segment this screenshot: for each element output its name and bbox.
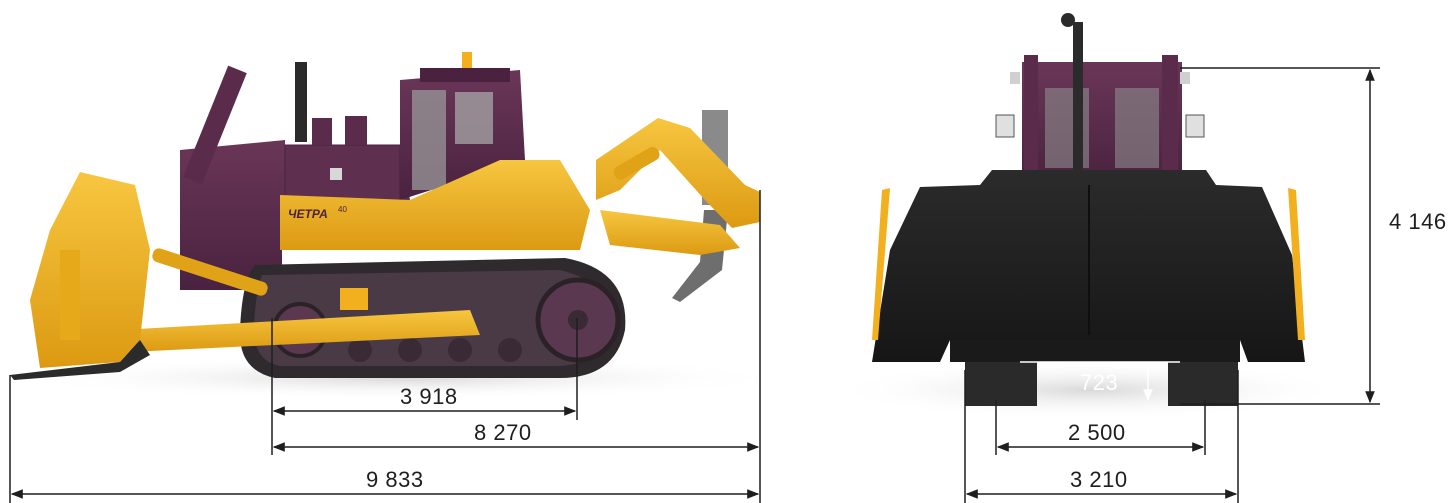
push-arm <box>120 310 480 352</box>
dim-track-and-ripper-length: 8 270 <box>474 420 532 445</box>
dim-track-gauge: 2 500 <box>1068 420 1126 445</box>
model-badge: ЧЕТРА <box>288 207 328 221</box>
dim-overall-height: 4 146 <box>1389 209 1447 234</box>
fender-panel <box>280 160 590 250</box>
dim-overall-width: 3 210 <box>1070 467 1128 492</box>
dimension-lines <box>9 67 1380 503</box>
dim-ground-clearance: 723 <box>1080 370 1119 395</box>
engine-hood <box>180 62 410 290</box>
front-blade <box>872 170 1305 362</box>
side-view-bulldozer: ЧЕТРА 40 <box>10 52 790 400</box>
left-track-front <box>965 358 1037 406</box>
front-cab <box>995 13 1205 185</box>
dim-overall-length: 9 833 <box>366 467 424 492</box>
front-view-bulldozer <box>830 13 1350 420</box>
ripper <box>596 110 760 302</box>
lift-cylinder <box>152 248 268 296</box>
clearance-marker <box>1020 361 1180 402</box>
dozer-blade <box>10 172 150 380</box>
dim-sprocket-to-idler: 3 918 <box>400 384 458 409</box>
model-number: 40 <box>338 205 347 214</box>
right-track-front <box>1168 358 1238 406</box>
